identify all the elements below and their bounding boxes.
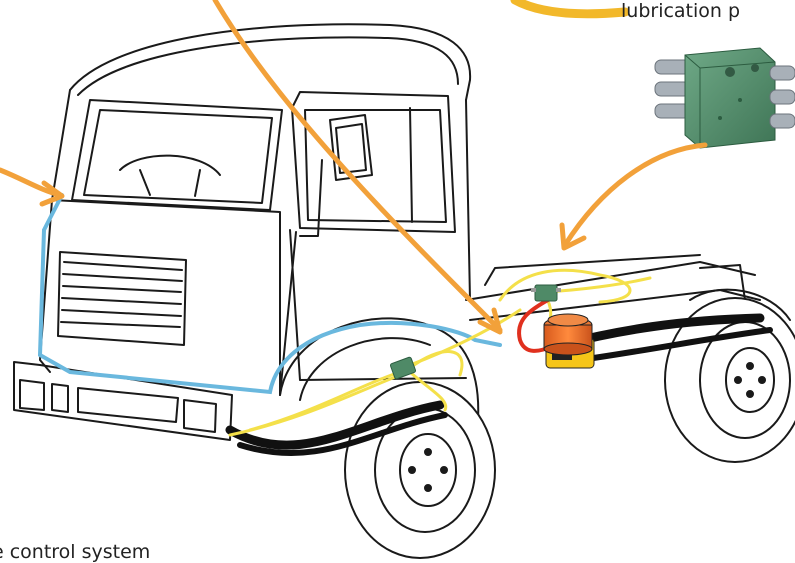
highlight-stroke — [515, 0, 625, 14]
distributor-block-icon — [531, 285, 561, 301]
lubrication-label: lubrication p — [621, 2, 740, 21]
distributor-block-closeup — [655, 48, 795, 148]
control-system-label: e control system — [0, 543, 150, 562]
electrical-line — [40, 195, 500, 392]
lubrication-pump-icon — [544, 314, 594, 368]
arrow-icon — [0, 0, 705, 332]
distributor-block-icon — [390, 357, 416, 380]
